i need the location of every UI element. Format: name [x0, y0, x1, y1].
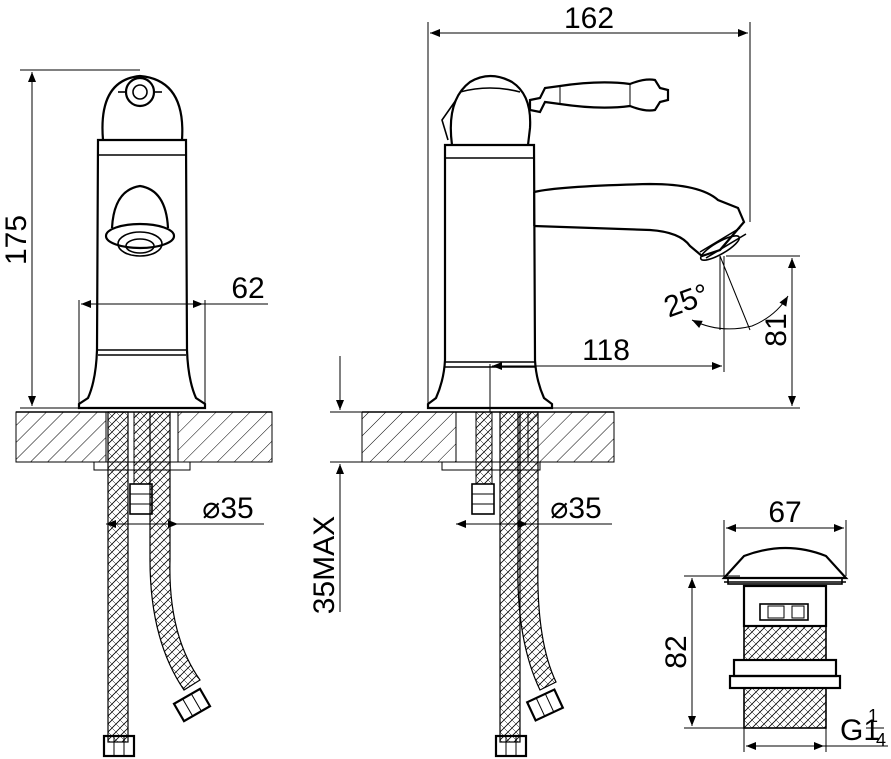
drain-thread-num: 1	[868, 706, 878, 726]
drain-cap	[721, 546, 849, 580]
drain-thread-den: 4	[876, 730, 886, 750]
front-hose-left	[107, 411, 129, 743]
dim-35-side-label: ⌀35	[550, 492, 601, 525]
dim-angle-label: 25°	[660, 278, 714, 325]
drain-thread-label: G1	[840, 714, 880, 747]
side-spout	[533, 182, 746, 258]
dim-62-label: 62	[231, 272, 264, 305]
dim-82-label: 82	[660, 635, 693, 668]
dim-175-label: 175	[0, 215, 33, 265]
drain-thread-lower	[743, 687, 827, 729]
dim-81-label: 81	[760, 313, 793, 346]
dim-162-label: 162	[564, 2, 614, 35]
dim-angle-arc	[691, 295, 789, 330]
side-handle-cap	[449, 74, 532, 146]
side-hose-right	[517, 411, 557, 691]
dim-35max-label: 35MAX	[308, 516, 341, 614]
dim-35-front-label: ⌀35	[202, 492, 253, 525]
dim-118-label: 118	[582, 334, 630, 367]
drain-thread-upper	[743, 625, 827, 661]
front-dome	[101, 74, 184, 141]
front-view: 175 62 ⌀35	[0, 69, 273, 758]
front-hose-right	[149, 411, 201, 691]
dim-67-label: 67	[768, 496, 801, 529]
side-hose-left	[499, 411, 521, 743]
side-lever	[528, 78, 670, 114]
drain-view: 67 82 G1 1 4	[660, 496, 888, 752]
side-view: 162 118 81 25° 35MAX ⌀35	[308, 2, 800, 758]
front-faucet-body	[77, 138, 207, 410]
side-faucet-body	[426, 143, 554, 410]
